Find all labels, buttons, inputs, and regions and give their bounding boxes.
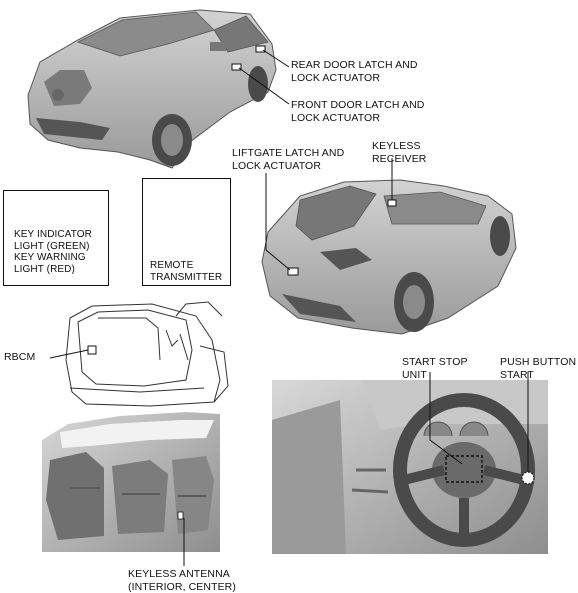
label-start-stop-unit: START STOP UNIT [402, 356, 468, 381]
key-indicator-box [3, 190, 109, 286]
label-keyless-antenna: KEYLESS ANTENNA (INTERIOR, CENTER) [128, 568, 236, 593]
rbcm-liftgate-drawing [65, 301, 229, 407]
label-liftgate-actuator: LIFTGATE LATCH AND LOCK ACTUATOR [232, 147, 345, 172]
steering-wheel-photo [272, 380, 548, 554]
remote-transmitter-box [142, 178, 231, 286]
label-rear-door-actuator: REAR DOOR LATCH AND LOCK ACTUATOR [291, 59, 418, 84]
label-remote-transmitter: REMOTE TRANSMITTER [150, 260, 223, 283]
label-front-door-actuator: FRONT DOOR LATCH AND LOCK ACTUATOR [291, 99, 425, 124]
leader-lines [49, 49, 529, 566]
rear-car-illustration [261, 179, 517, 335]
label-keyless-receiver: KEYLESS RECEIVER [372, 140, 427, 165]
interior-seats-photo [42, 412, 220, 552]
front-car-illustration [27, 9, 277, 169]
label-push-button-start: PUSH BUTTON START [500, 356, 577, 381]
label-rbcm: RBCM [4, 351, 36, 363]
label-key-indicator-light: KEY INDICATOR LIGHT (GREEN) KEY WARNING … [14, 229, 92, 275]
